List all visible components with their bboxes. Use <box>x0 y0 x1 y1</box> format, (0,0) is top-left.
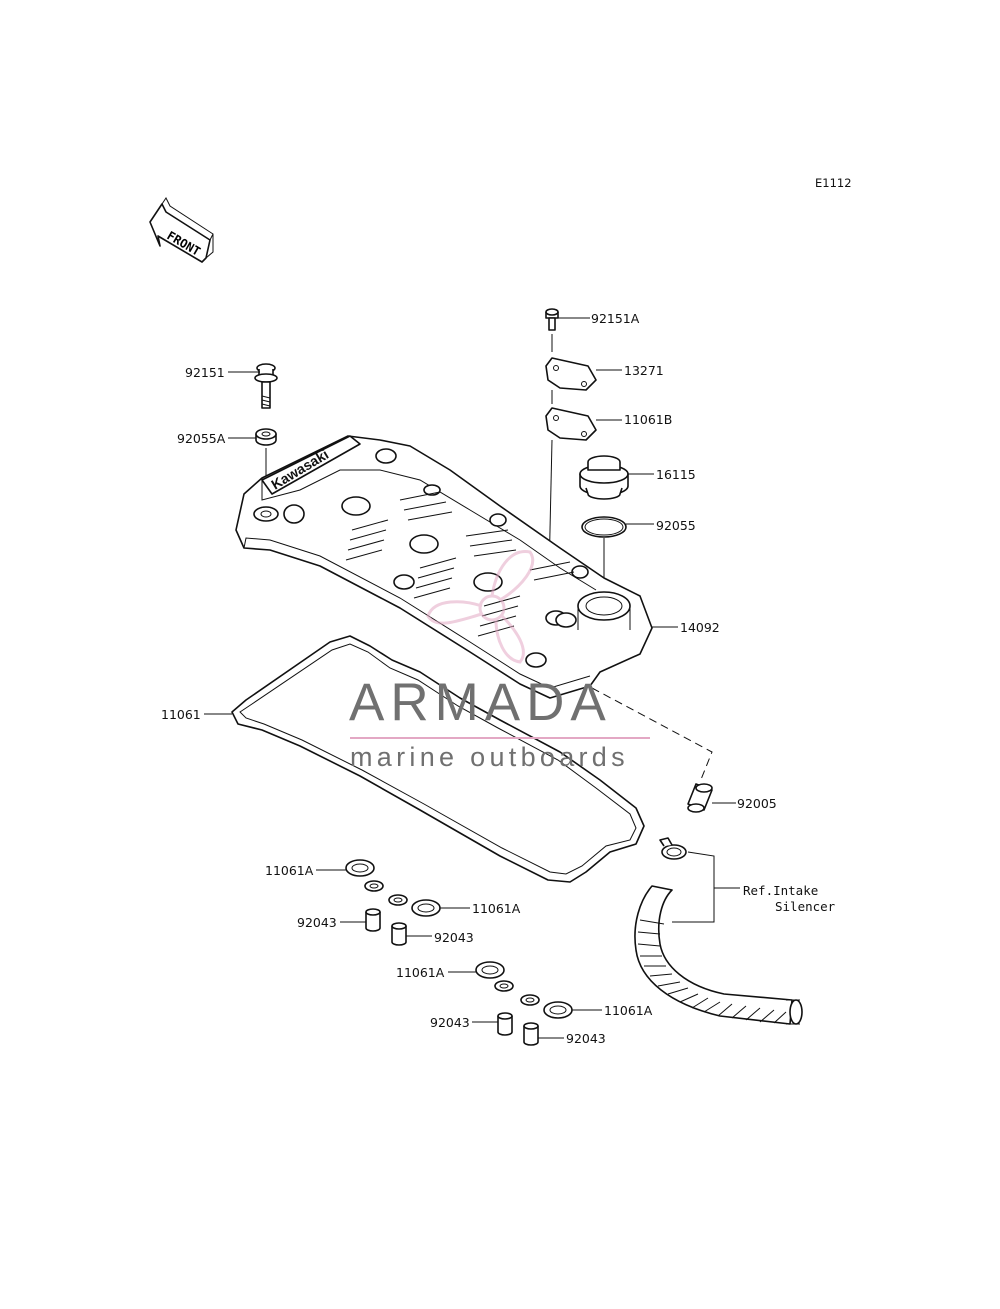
part-label-92055A[interactable]: 92055A <box>177 431 226 446</box>
hose-clamp <box>659 837 687 860</box>
part-label-92151[interactable]: 92151 <box>185 365 225 380</box>
breather-hose <box>634 885 803 1025</box>
leader-lines <box>204 317 736 1039</box>
watermark-rule <box>350 737 650 739</box>
seal-group-2 <box>475 961 573 1046</box>
part-label-92043[interactable]: 92043 <box>566 1031 606 1046</box>
part-label-11061B[interactable]: 11061B <box>624 412 673 427</box>
part-label-11061[interactable]: 11061 <box>161 707 201 722</box>
watermark-logo-icon <box>426 550 535 664</box>
diagram-code: E1112 <box>815 176 852 190</box>
gasket-11061 <box>231 635 645 883</box>
fitting-92005 <box>687 783 713 813</box>
bolt-92151A <box>545 308 559 331</box>
watermark-subtitle: marine outboards <box>350 742 629 772</box>
part-label-13271[interactable]: 13271 <box>624 363 664 378</box>
part-label-16115[interactable]: 16115 <box>656 467 696 482</box>
part-label-92005[interactable]: 92005 <box>737 796 777 811</box>
reference-note-line2: Silencer <box>775 899 836 914</box>
gasket-11061B <box>545 407 597 441</box>
o-ring-92055 <box>581 516 627 538</box>
bolt-92151 <box>254 363 278 409</box>
part-label-11061A[interactable]: 11061A <box>604 1003 653 1018</box>
reference-note-line1: Ref.Intake <box>743 883 819 898</box>
grommet-92055A <box>255 428 277 446</box>
plate-13271 <box>545 357 597 391</box>
seal-group-1 <box>345 859 441 946</box>
part-label-11061A[interactable]: 11061A <box>396 965 445 980</box>
part-label-11061A[interactable]: 11061A <box>472 901 521 916</box>
part-label-92055[interactable]: 92055 <box>656 518 696 533</box>
part-label-92043[interactable]: 92043 <box>297 915 337 930</box>
front-arrow-icon: FRONT <box>149 197 214 263</box>
part-label-92043[interactable]: 92043 <box>434 930 474 945</box>
part-label-14092[interactable]: 14092 <box>680 620 720 635</box>
watermark-title: ARMADA <box>349 673 612 732</box>
part-label-11061A[interactable]: 11061A <box>265 863 314 878</box>
oil-cap-16115 <box>579 455 629 500</box>
part-label-92151A[interactable]: 92151A <box>591 311 640 326</box>
part-label-92043[interactable]: 92043 <box>430 1015 470 1030</box>
